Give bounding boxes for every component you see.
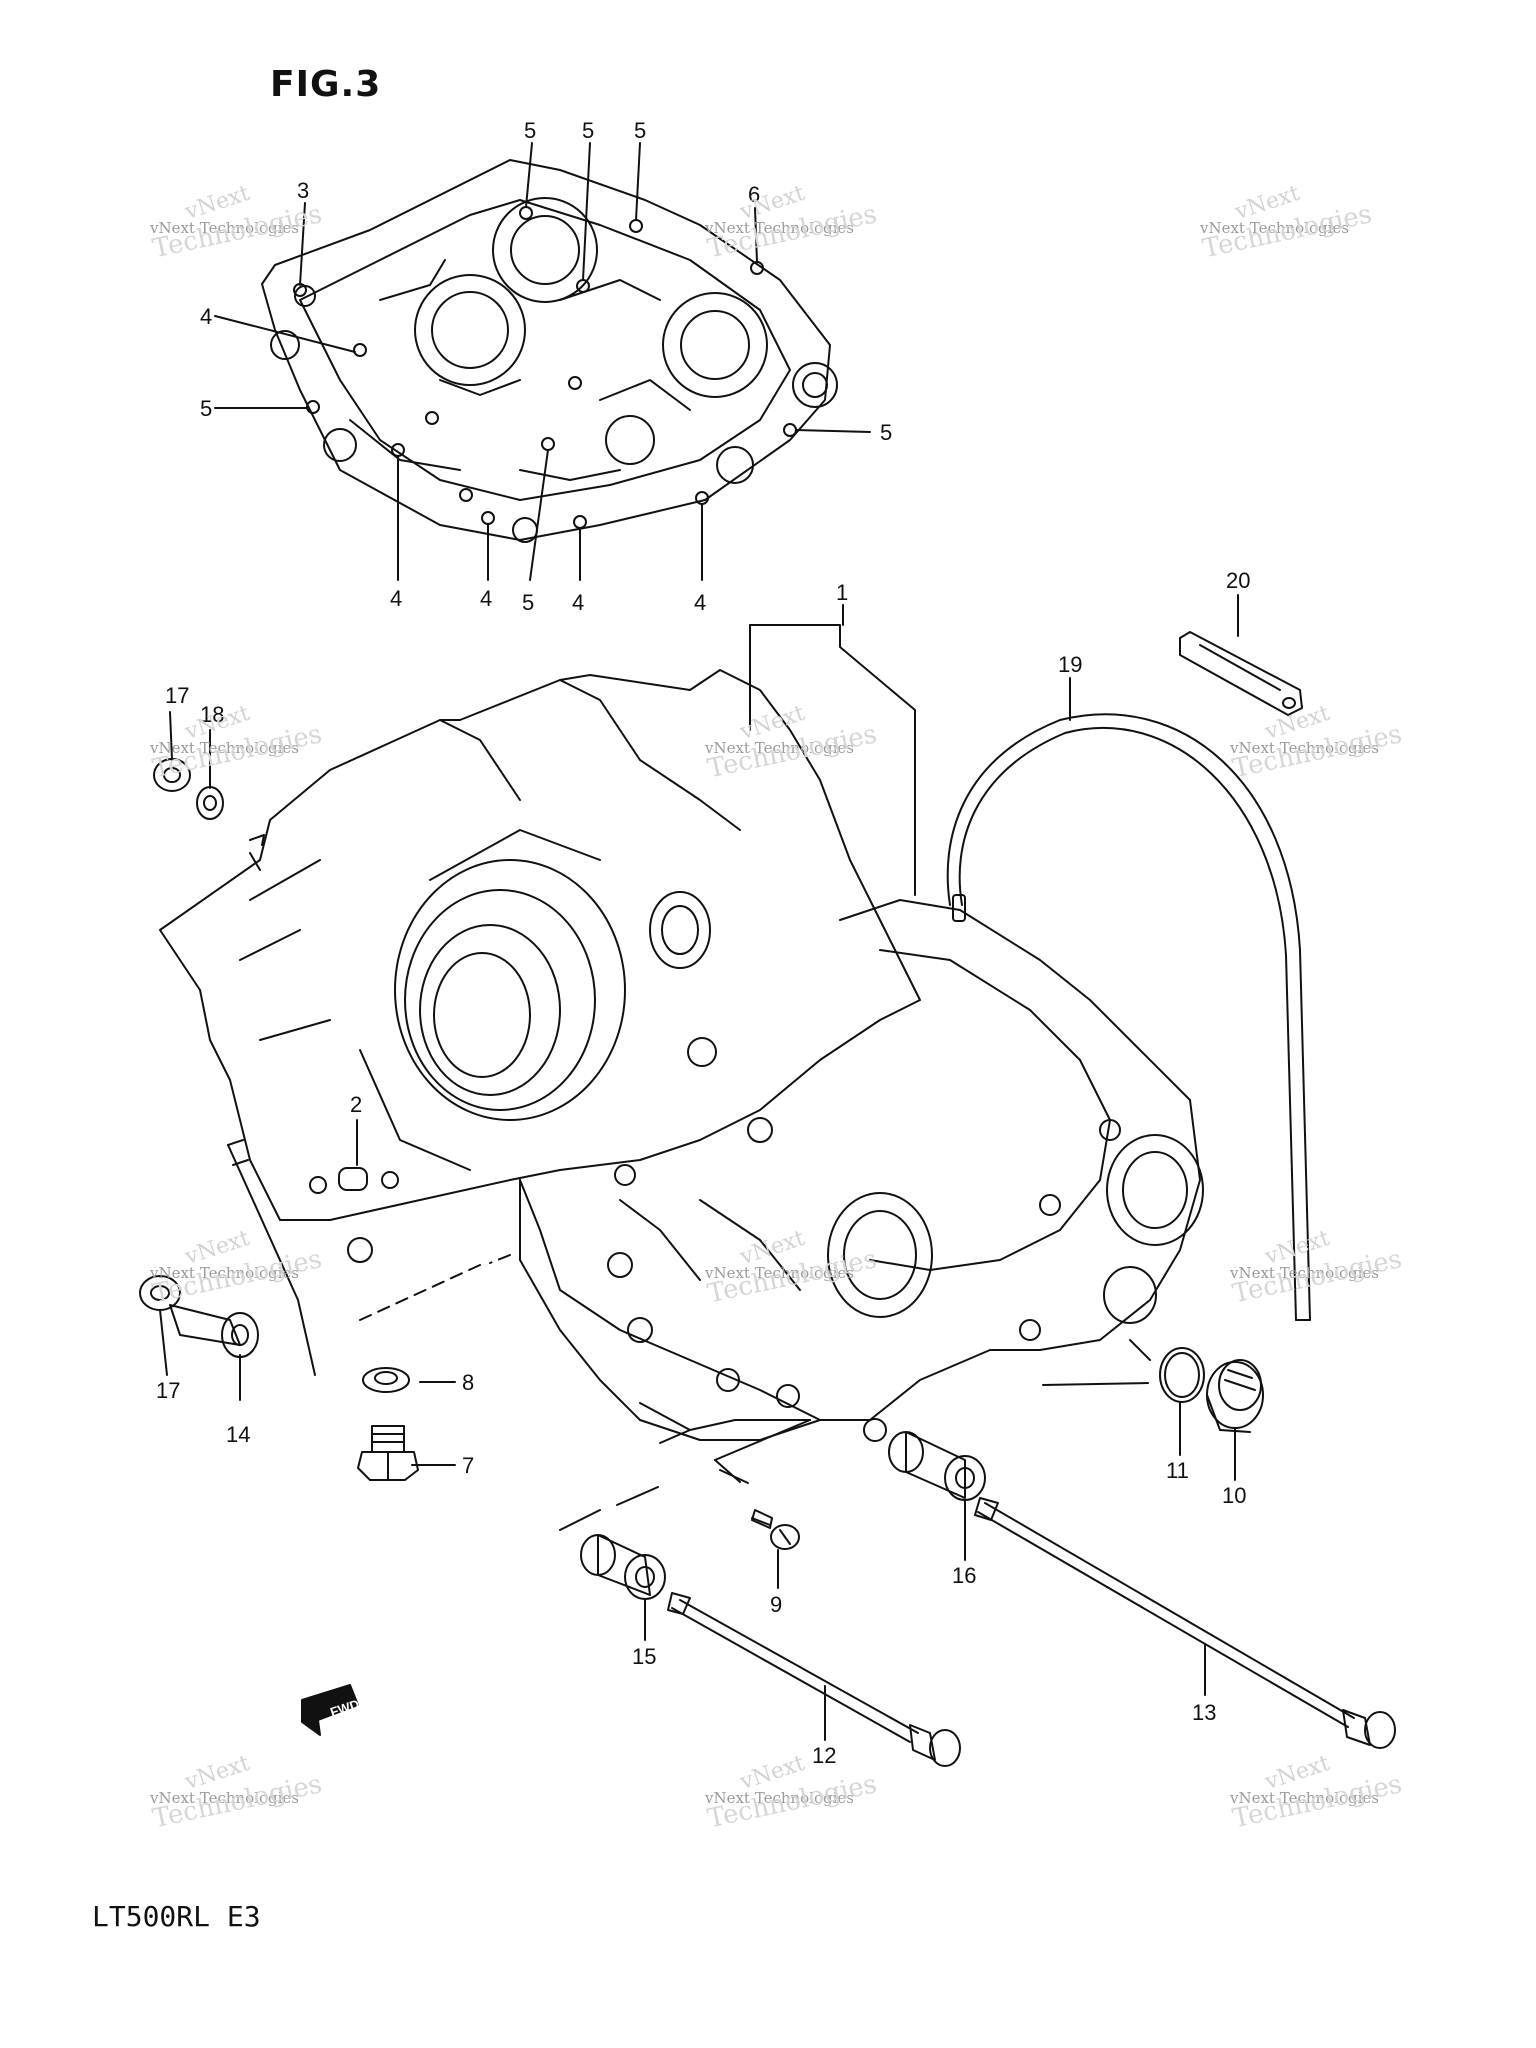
fwd-arrow-icon bbox=[301, 1684, 359, 1736]
callout-2: 2 bbox=[350, 1092, 362, 1117]
callout-19: 19 bbox=[1058, 652, 1082, 677]
callout-4: 4 bbox=[200, 304, 212, 329]
callout-5: 5 bbox=[880, 420, 892, 445]
callout-18: 18 bbox=[200, 702, 224, 727]
crankcase-inner-view bbox=[261, 159, 838, 543]
callout-1: 1 bbox=[836, 580, 848, 605]
part-12-bolt bbox=[667, 1592, 961, 1767]
part-13-bolt bbox=[974, 1497, 1396, 1749]
callout-5: 5 bbox=[634, 118, 646, 143]
callout-17: 17 bbox=[165, 683, 189, 708]
callout-5: 5 bbox=[200, 396, 212, 421]
callout-14: 14 bbox=[226, 1422, 250, 1447]
callout-20: 20 bbox=[1226, 568, 1250, 593]
callout-4: 4 bbox=[390, 586, 402, 611]
callout-16: 16 bbox=[952, 1563, 976, 1588]
figure-title: FIG.3 bbox=[270, 64, 382, 105]
part-17-nut-upper bbox=[153, 758, 191, 792]
part-14-bushing bbox=[169, 1304, 259, 1358]
part-20-hose-clamp bbox=[1179, 631, 1303, 716]
part-18-washer bbox=[196, 786, 224, 820]
part-7-drain-plug bbox=[357, 1425, 419, 1481]
part-19-breather-hose bbox=[946, 713, 1311, 1321]
model-code: LT500RL E3 bbox=[92, 1900, 261, 1933]
callout-numbers: 3 5 5 5 6 4 5 5 4 4 5 4 4 1 20 19 17 18 … bbox=[156, 118, 1250, 1768]
callout-4: 4 bbox=[480, 586, 492, 611]
callout-4: 4 bbox=[694, 590, 706, 615]
part-leader-lines bbox=[159, 594, 1239, 1741]
part-15-bushing bbox=[580, 1534, 666, 1600]
part-17-nut-lower bbox=[139, 1275, 181, 1311]
callout-7: 7 bbox=[462, 1453, 474, 1478]
callout-5: 5 bbox=[524, 118, 536, 143]
crankcase-assembly bbox=[159, 669, 1204, 1442]
callout-5: 5 bbox=[582, 118, 594, 143]
callout-9: 9 bbox=[770, 1592, 782, 1617]
top-leader-lines bbox=[214, 142, 871, 581]
callout-8: 8 bbox=[462, 1370, 474, 1395]
part-11-o-ring bbox=[1159, 1347, 1205, 1403]
callout-15: 15 bbox=[632, 1644, 656, 1669]
part-10-filler-cap bbox=[1206, 1359, 1264, 1433]
callout-4: 4 bbox=[572, 590, 584, 615]
callout-12: 12 bbox=[812, 1743, 836, 1768]
callout-3: 3 bbox=[297, 178, 309, 203]
callout-17: 17 bbox=[156, 1378, 180, 1403]
callout-5: 5 bbox=[522, 590, 534, 615]
case-bolt-holes bbox=[293, 206, 797, 529]
part-9-screw bbox=[751, 1509, 800, 1550]
part-8-washer bbox=[362, 1367, 410, 1393]
part-16-bushing bbox=[888, 1431, 986, 1501]
callout-10: 10 bbox=[1222, 1483, 1246, 1508]
callout-11: 11 bbox=[1166, 1458, 1189, 1483]
exploded-view-frame bbox=[227, 624, 1151, 1531]
callout-13: 13 bbox=[1192, 1700, 1216, 1725]
callout-6: 6 bbox=[748, 182, 760, 207]
